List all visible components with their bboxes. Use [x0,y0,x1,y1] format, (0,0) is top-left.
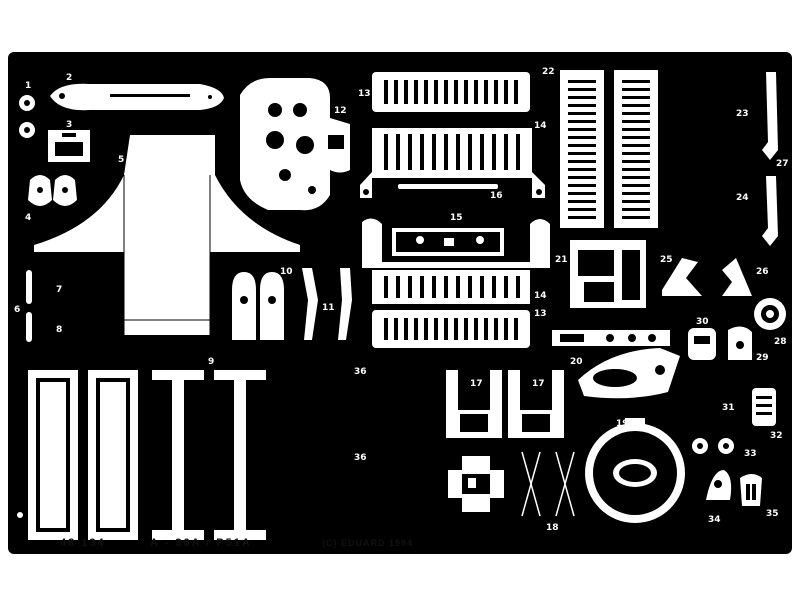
part-label-16: 16 [490,191,503,201]
part-label-7: 7 [56,285,62,295]
part-label-36a: 36 [354,367,367,377]
part-31-rings [681,391,717,429]
part-label-31: 31 [722,403,735,413]
part-36-covers [287,377,425,519]
part-label-28: 28 [774,337,787,347]
part-label-26: 26 [756,267,769,277]
part-label-27: 27 [776,159,789,169]
part-25-26-brackets [662,258,752,296]
part-label-13b: 13 [534,309,547,319]
part-label-29: 29 [756,353,769,363]
part-28-gear [754,298,786,330]
part-1-washers [19,95,35,138]
part-label-23: 23 [736,109,749,119]
part-4-buckles [28,175,77,206]
part-label-22: 22 [542,67,555,77]
part-21-box [570,240,646,308]
part-label-32: 32 [770,431,783,441]
part-label-19: 19 [616,419,629,429]
part-32-block [752,388,776,426]
part-2-strip [50,83,224,111]
part-label-4: 4 [25,213,31,223]
part-label-21: 21 [555,255,568,265]
part-6-strips [26,270,32,342]
part-label-24: 24 [736,193,749,203]
part-13-grille-top [372,72,530,112]
part-23-24-clips [677,77,738,241]
part-label-5: 5 [118,155,124,165]
part-number-labels: 1 2 3 4 5 6 7 8 9 10 11 12 13 14 15 16 1… [14,67,789,533]
part-label-14b: 14 [534,291,547,301]
part-label-15: 15 [450,213,463,223]
part-box-cross [448,456,504,512]
part-label-20: 20 [570,357,583,367]
part-3-frame [48,130,90,162]
part-12-instrument-panel [240,78,350,211]
part-label-17a: 17 [470,379,483,389]
part-label-9: 9 [208,357,214,367]
part-label-12: 12 [334,106,347,116]
part-17-u-frames [446,370,564,438]
part-14-grille-lower [372,270,530,304]
part-label-36b: 36 [354,453,367,463]
part-label-14: 14 [534,121,547,131]
part-13-grille-lower [372,310,530,348]
part-label-3: 3 [66,120,72,130]
part-5-floor-plate [34,135,300,335]
part-10-pedals [232,272,284,340]
part-label-1: 1 [25,81,31,91]
part-20-side-panel [552,330,680,399]
part-34-35-levers [706,470,762,506]
part-label-10: 10 [280,267,293,277]
part-label-25: 25 [660,255,673,265]
part-label-33: 33 [744,449,757,459]
model-name: A - 36A / P51A [150,537,252,549]
part-27-hooks [762,72,778,246]
catalog-number: 48 134 [60,537,106,549]
part-29-30-fittings [688,326,752,360]
part-7-8-rings [61,269,105,354]
copyright-text: (C) EDUARD 1994 [322,538,413,548]
part-33-clips [692,438,734,454]
part-22-radiators [560,70,658,228]
part-label-8: 8 [56,325,62,335]
part-label-2: 2 [66,73,72,83]
part-19-round-dial [585,418,685,523]
corner-marker [17,512,23,518]
part-label-6: 6 [14,305,20,315]
part-9-panels [28,370,266,540]
part-label-30: 30 [696,317,709,327]
part-11-brackets [302,268,352,340]
part-15-plate [362,218,550,268]
part-16-rod [398,184,498,189]
part-14-grille-upper [360,128,545,198]
part-label-17b: 17 [532,379,545,389]
part-label-11: 11 [322,303,335,313]
part-label-35: 35 [766,509,779,519]
part-18-lattice [520,451,576,517]
part-label-18: 18 [546,523,559,533]
part-label-34: 34 [708,515,721,525]
part-label-13: 13 [358,89,371,99]
